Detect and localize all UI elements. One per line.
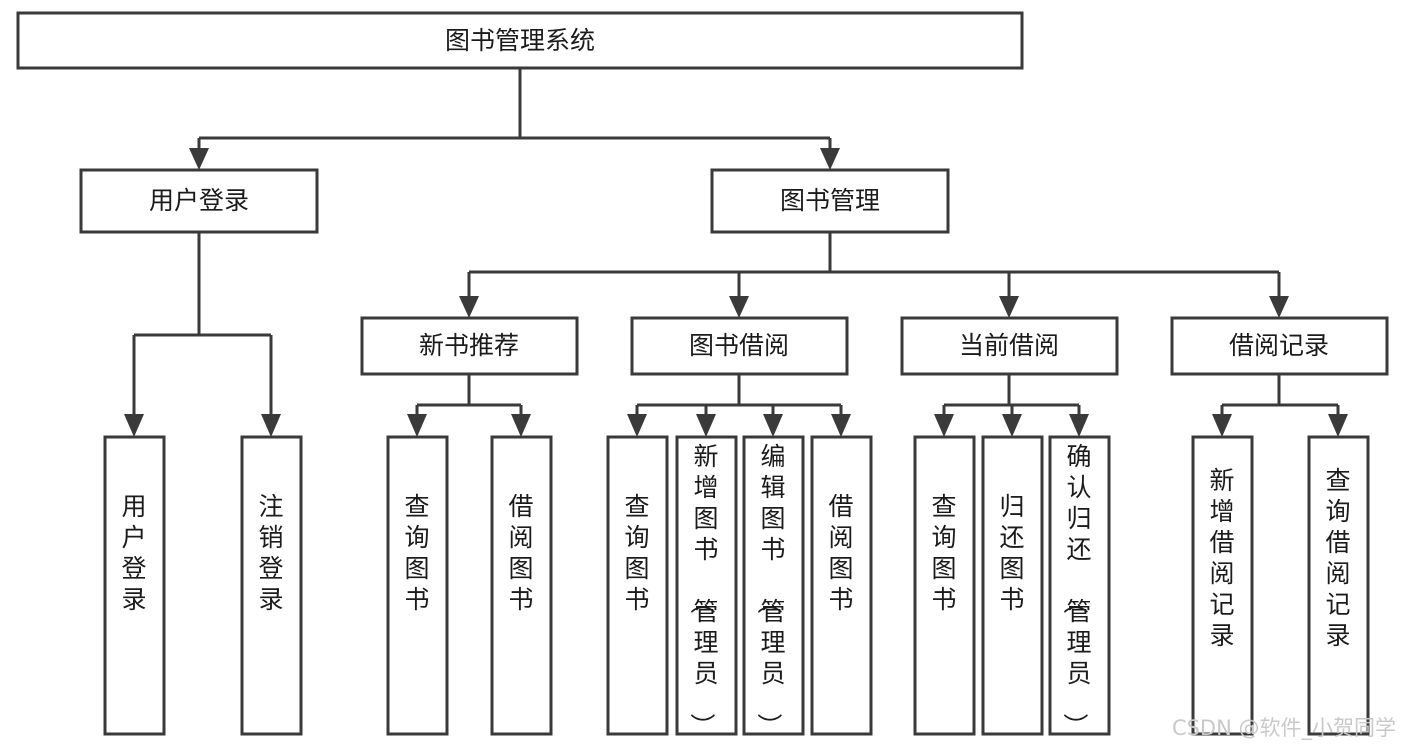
- arrow-head-book-borrow: [729, 296, 749, 318]
- node-leaf-query-book-2-box: [606, 435, 669, 736]
- arrow-head-borrow-record: [1269, 296, 1289, 318]
- node-leaf-add-book-label: 新增图书（管理员）: [687, 442, 718, 738]
- node-leaf-user-login-box: [103, 435, 166, 736]
- arrow-head-leaf-query-book-3: [934, 414, 954, 437]
- arrow-head-user-login: [189, 148, 209, 170]
- node-leaf-borrow-book-1-box: [490, 435, 553, 736]
- node-leaf-query-book-1-label: 查询图书: [404, 492, 429, 614]
- node-leaf-query-book-3-box: [913, 435, 976, 736]
- node-leaf-borrow-book-2-box: [810, 435, 873, 736]
- arrow-head-leaf-user-login: [124, 414, 144, 437]
- arrow-head-leaf-query-book-1: [407, 414, 427, 437]
- arrow-head-leaf-query-book-2: [627, 414, 647, 437]
- node-leaf-query-book-2-label: 查询图书: [624, 492, 649, 614]
- node-book-borrow[interactable]: 图书借阅: [630, 316, 849, 376]
- arrow-head-leaf-add-record: [1212, 414, 1232, 437]
- connector-group-book-manage: [459, 232, 1289, 318]
- node-leaf-return-book-label: 归还图书: [999, 492, 1024, 614]
- watermark-label: CSDN @软件_小贺同学: [1172, 716, 1396, 741]
- arrow-head-leaf-confirm-return: [1069, 414, 1089, 437]
- connector-group-borrow-record: [1212, 374, 1348, 437]
- arrow-head-leaf-return-book: [1002, 414, 1022, 437]
- node-leaf-add-record-label: 新增借阅记录: [1209, 466, 1234, 650]
- node-leaf-add-record[interactable]: 新增借阅记录: [1191, 435, 1254, 736]
- node-leaf-return-book-box: [981, 435, 1044, 736]
- arrow-head-book-manage: [820, 148, 840, 170]
- node-leaf-borrow-book-1-label: 借阅图书: [508, 492, 533, 614]
- node-book-borrow-box: [630, 316, 849, 376]
- node-root[interactable]: 图书管理系统: [16, 11, 1024, 70]
- node-user-login-label: 用户登录: [149, 186, 249, 215]
- node-book-manage-box: [710, 168, 950, 234]
- node-leaf-edit-book-box: [742, 435, 805, 736]
- arrow-head-leaf-borrow-book-2: [831, 414, 851, 437]
- node-borrow-record-label: 借阅记录: [1229, 331, 1329, 360]
- node-new-book-rec-label: 新书推荐: [419, 331, 519, 360]
- node-leaf-borrow-book-2-label: 借阅图书: [828, 492, 853, 614]
- arrow-head-leaf-edit-book: [763, 414, 783, 437]
- connector-group-user-login: [124, 232, 281, 437]
- node-leaf-query-book-1[interactable]: 查询图书: [386, 435, 449, 736]
- node-leaf-edit-book[interactable]: 编辑图书（管理员）: [742, 435, 805, 738]
- node-leaf-query-book-1-box: [386, 435, 449, 736]
- node-current-borrow-box: [900, 316, 1119, 376]
- connector-group-root: [189, 68, 840, 170]
- node-book-manage[interactable]: 图书管理: [710, 168, 950, 234]
- node-leaf-add-book-box: [675, 435, 738, 736]
- node-root-label: 图书管理系统: [445, 26, 595, 55]
- arrow-head-leaf-add-book: [696, 414, 716, 437]
- node-leaf-query-record-box: [1307, 435, 1370, 736]
- node-user-login-box: [79, 168, 319, 234]
- connector-group-current-borrow: [934, 374, 1089, 437]
- node-leaf-edit-book-label: 编辑图书（管理员）: [754, 442, 785, 738]
- node-leaf-query-record[interactable]: 查询借阅记录: [1307, 435, 1370, 736]
- node-book-borrow-label: 图书借阅: [689, 331, 789, 360]
- arrow-head-leaf-borrow-book-1: [511, 414, 531, 437]
- node-leaf-confirm-return[interactable]: 确认归还（管理员）: [1048, 435, 1111, 738]
- arrow-head-new-book-rec: [459, 296, 479, 318]
- node-current-borrow[interactable]: 当前借阅: [900, 316, 1119, 376]
- arrow-head-current-borrow: [999, 296, 1019, 318]
- node-current-borrow-label: 当前借阅: [959, 331, 1059, 360]
- node-leaf-logout-login-box: [240, 435, 303, 736]
- node-leaf-query-record-label: 查询借阅记录: [1325, 466, 1350, 650]
- node-borrow-record[interactable]: 借阅记录: [1170, 316, 1389, 376]
- node-leaf-confirm-return-box: [1048, 435, 1111, 736]
- connector-group-book-borrow: [627, 374, 851, 437]
- node-leaf-query-book-2[interactable]: 查询图书: [606, 435, 669, 736]
- node-leaf-borrow-book-1[interactable]: 借阅图书: [490, 435, 553, 736]
- node-book-manage-label: 图书管理: [780, 186, 880, 215]
- node-leaf-confirm-return-label: 确认归还（管理员）: [1060, 442, 1091, 738]
- node-leaf-user-login[interactable]: 用户登录: [103, 435, 166, 736]
- node-leaf-add-book[interactable]: 新增图书（管理员）: [675, 435, 738, 738]
- connector-group-new-book-rec: [407, 374, 531, 437]
- node-leaf-logout-login-label: 注销登录: [258, 492, 283, 614]
- node-leaf-add-record-box: [1191, 435, 1254, 736]
- node-root-box: [16, 11, 1024, 70]
- node-leaf-user-login-label: 用户登录: [121, 492, 146, 614]
- node-leaf-logout-login[interactable]: 注销登录: [240, 435, 303, 736]
- node-leaf-query-book-3[interactable]: 查询图书: [913, 435, 976, 736]
- node-leaf-borrow-book-2[interactable]: 借阅图书: [810, 435, 873, 736]
- node-user-login[interactable]: 用户登录: [79, 168, 319, 234]
- node-new-book-rec[interactable]: 新书推荐: [360, 316, 579, 376]
- node-new-book-rec-box: [360, 316, 579, 376]
- arrow-head-leaf-logout-login: [261, 414, 281, 437]
- node-leaf-query-book-3-label: 查询图书: [931, 492, 956, 614]
- node-borrow-record-box: [1170, 316, 1389, 376]
- arrow-head-leaf-query-record: [1328, 414, 1348, 437]
- node-leaf-return-book[interactable]: 归还图书: [981, 435, 1044, 736]
